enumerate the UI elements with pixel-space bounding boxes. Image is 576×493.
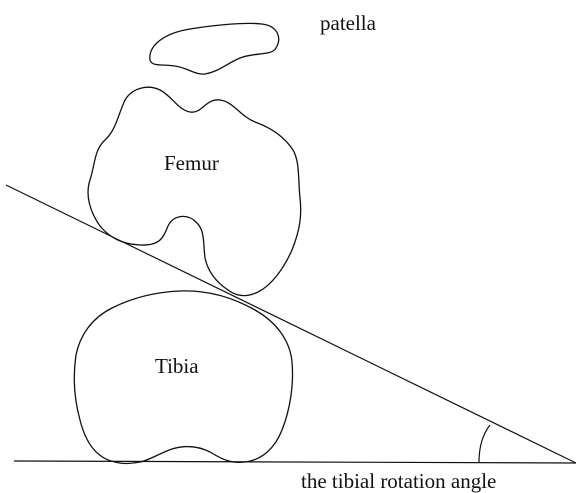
- femoral-tangent-line: [5, 184, 576, 464]
- angle-arc: [478, 424, 491, 463]
- femur-label: Femur: [164, 151, 219, 175]
- tibia-outline: [73, 290, 294, 465]
- tibial-reference-line: [13, 460, 576, 464]
- tibia-label: Tibia: [155, 354, 199, 378]
- patella-label: patella: [320, 11, 377, 35]
- femur-outline: [87, 86, 302, 297]
- patella-outline: [149, 22, 280, 75]
- tibial-rotation-angle-label: the tibial rotation angle: [301, 469, 496, 493]
